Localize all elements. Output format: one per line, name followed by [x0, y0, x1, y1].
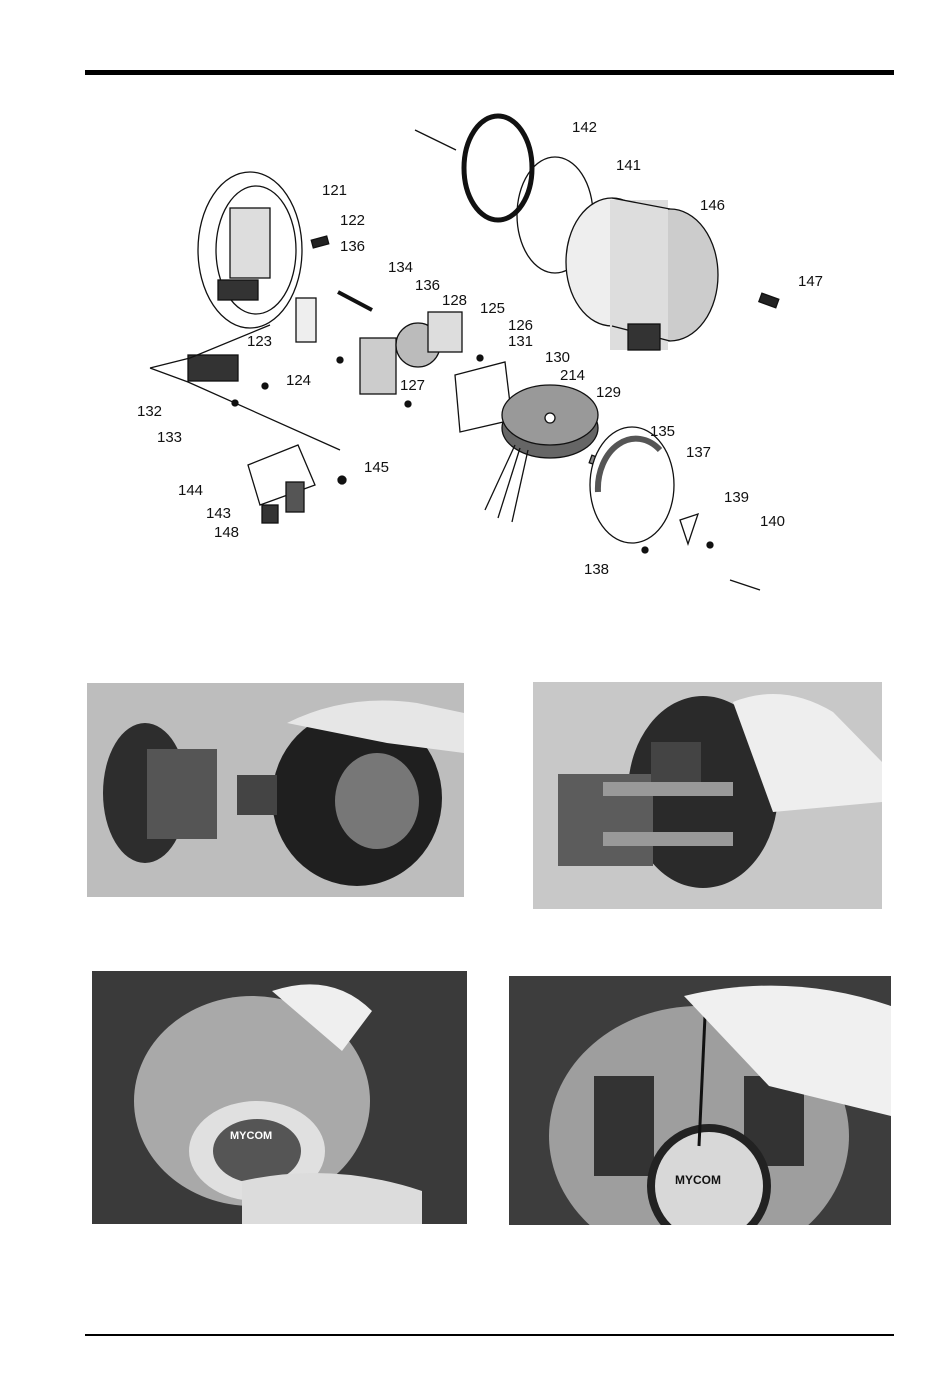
- label-135: 135: [650, 423, 675, 440]
- label-133: 133: [157, 429, 182, 446]
- label-134: 134: [388, 259, 413, 276]
- photo-pointer-adjustment: MYCOM: [509, 976, 891, 1225]
- label-142: 142: [572, 119, 597, 136]
- label-127: 127: [400, 377, 425, 394]
- footer-rule: [85, 1334, 894, 1336]
- header-rule: [85, 70, 894, 75]
- label-146: 146: [700, 197, 725, 214]
- label-136b: 136: [415, 277, 440, 294]
- label-147: 147: [798, 273, 823, 290]
- label-148: 148: [214, 524, 239, 541]
- label-130: 130: [545, 349, 570, 366]
- label-128: 128: [442, 292, 467, 309]
- label-141: 141: [616, 157, 641, 174]
- label-136: 136: [340, 238, 365, 255]
- photo-cover-fitting: MYCOM: [92, 971, 467, 1224]
- label-139: 139: [724, 489, 749, 506]
- label-132: 132: [137, 403, 162, 420]
- label-145: 145: [364, 459, 389, 476]
- label-124: 124: [286, 372, 311, 389]
- label-214: 214: [560, 367, 585, 384]
- label-140: 140: [760, 513, 785, 530]
- label-144: 144: [178, 482, 203, 499]
- label-138: 138: [584, 561, 609, 578]
- label-137: 137: [686, 444, 711, 461]
- brand-text: MYCOM: [675, 1173, 721, 1187]
- photo-unit-removed: [87, 683, 464, 897]
- label-143: 143: [206, 505, 231, 522]
- brand-text: MYCOM: [230, 1130, 272, 1142]
- label-126: 126: [508, 317, 533, 334]
- label-131: 131: [508, 333, 533, 350]
- label-123: 123: [247, 333, 272, 350]
- label-129: 129: [596, 384, 621, 401]
- label-121: 121: [322, 182, 347, 199]
- photo-mechanism-screwdriver: [533, 682, 882, 909]
- label-125: 125: [480, 300, 505, 317]
- label-122: 122: [340, 212, 365, 229]
- exploded-parts-diagram: 121 122 136 134 136 128 125 126 131 130 …: [120, 100, 860, 600]
